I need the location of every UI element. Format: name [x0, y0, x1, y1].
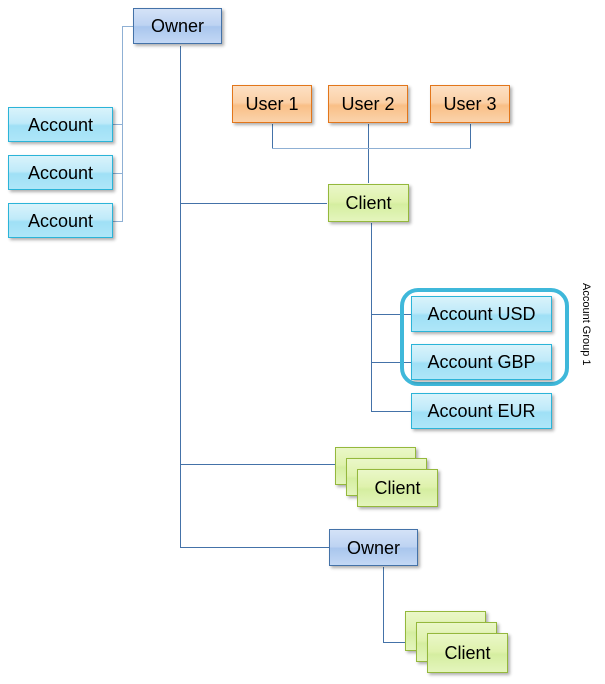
client-stack-layer-front: Client — [357, 469, 438, 507]
client-stack-bottom-layer-front: Client — [427, 633, 508, 673]
account-group-outline — [400, 288, 569, 386]
connector-left-trunk-to-account-2 — [112, 173, 123, 174]
node-account-1[interactable]: Account — [8, 107, 113, 142]
connector-owner-to-left-trunk — [122, 26, 133, 27]
node-account-3[interactable]: Account — [8, 203, 113, 238]
node-account-2[interactable]: Account — [8, 155, 113, 190]
connector-user-3-down — [470, 124, 471, 148]
account-group-label: Account Group 1 — [580, 283, 592, 366]
connector-trunk-to-owner-bottom — [180, 547, 329, 548]
connector-user-1-down — [272, 124, 273, 148]
connector-trunk-to-client-stack — [180, 464, 335, 465]
connector-to-account-usd — [371, 314, 411, 315]
node-client-main[interactable]: Client — [328, 184, 409, 222]
connector-to-account-gbp — [371, 362, 411, 363]
connector-owner-main-trunk — [180, 46, 181, 547]
node-account-gbp[interactable]: Account GBP — [411, 344, 552, 380]
connector-to-account-eur — [371, 411, 411, 412]
node-owner-top[interactable]: Owner — [133, 8, 222, 44]
connector-left-trunk-to-account-3 — [112, 221, 123, 222]
node-client-stack-bottom[interactable]: Client — [405, 611, 520, 673]
connector-owner-bottom-down — [383, 567, 384, 642]
node-owner-bottom[interactable]: Owner — [329, 529, 418, 566]
connector-users-bus — [272, 148, 471, 149]
node-account-eur[interactable]: Account EUR — [411, 393, 552, 429]
node-user-2[interactable]: User 2 — [328, 85, 408, 123]
node-account-usd[interactable]: Account USD — [411, 296, 552, 332]
connector-client-to-accounts-trunk — [371, 223, 372, 412]
connector-trunk-to-client-main — [180, 203, 327, 204]
connector-owner-bottom-to-client-stack — [383, 642, 418, 643]
node-user-1[interactable]: User 1 — [232, 85, 312, 123]
connector-user-2-down — [368, 124, 369, 183]
node-user-3[interactable]: User 3 — [430, 85, 510, 123]
connector-left-trunk-to-account-1 — [112, 124, 123, 125]
node-client-stack-mid[interactable]: Client — [335, 447, 450, 507]
